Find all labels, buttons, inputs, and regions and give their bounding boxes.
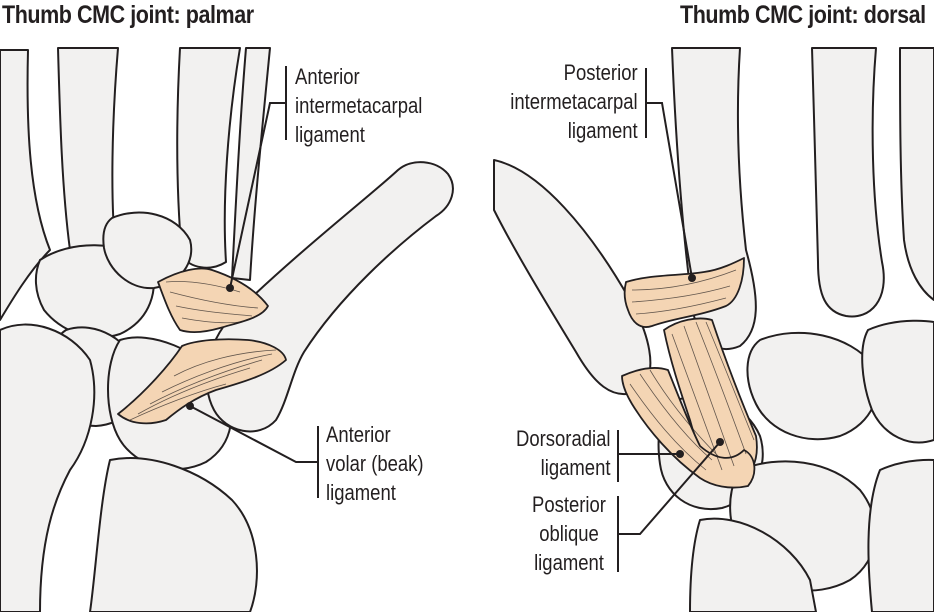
label-line: ligament <box>568 118 638 143</box>
label-line: intermetacarpal <box>295 93 423 118</box>
label-line: Dorsoradial <box>515 426 611 451</box>
dorsal-lower-bone <box>867 458 934 612</box>
label-line: ligament <box>540 455 610 480</box>
ligament-fibers <box>129 269 755 471</box>
dorsal-radius <box>689 517 817 612</box>
palmar-lower-carpal <box>89 457 258 612</box>
label-line: Anterior <box>295 64 360 89</box>
label-line: volar (beak) <box>326 451 424 476</box>
dorsal-metacarpal-3 <box>811 47 885 318</box>
label-line: ligament <box>295 122 365 147</box>
palmar-title: Thumb CMC joint: palmar <box>2 1 254 29</box>
label-anterior-intermetacarpal-ligament: Anterior intermetacarpal ligament <box>295 62 422 149</box>
label-posterior-oblique-ligament: Posterior oblique ligament <box>531 490 607 577</box>
palmar-metacarpal-shaft-4 <box>231 47 271 281</box>
dorsoradial-ligament <box>621 367 756 489</box>
label-line: Posterior <box>532 492 606 517</box>
dorsal-title: Thumb CMC joint: dorsal <box>680 1 926 29</box>
label-line: Posterior <box>564 60 638 85</box>
leader-lines <box>189 66 721 572</box>
label-line: ligament <box>534 550 604 575</box>
anterior-intermetacarpal-ligament <box>157 267 269 334</box>
dorsal-outer-bone <box>899 47 934 301</box>
palmar-outer-bone <box>0 49 51 321</box>
label-line: oblique <box>539 521 599 546</box>
dorsal-capitate <box>861 319 934 444</box>
palmar-capitate <box>102 211 193 290</box>
posterior-intermetacarpal-ligament <box>623 257 745 328</box>
dorsal-trapezoid <box>746 331 879 441</box>
leader-dots <box>186 274 724 458</box>
label-dorsoradial-ligament: Dorsoradial ligament <box>516 424 611 482</box>
label-line: intermetacarpal <box>510 89 638 114</box>
dorsal-thumb-metacarpal <box>493 159 652 396</box>
label-line: Anterior <box>326 422 391 447</box>
label-line: ligament <box>326 480 396 505</box>
palmar-metacarpal-3 <box>176 47 241 269</box>
label-anterior-volar-beak-ligament: Anterior volar (beak) ligament <box>326 420 424 507</box>
label-posterior-intermetacarpal-ligament: Posterior intermetacarpal ligament <box>511 58 638 145</box>
palmar-radius <box>0 323 96 612</box>
